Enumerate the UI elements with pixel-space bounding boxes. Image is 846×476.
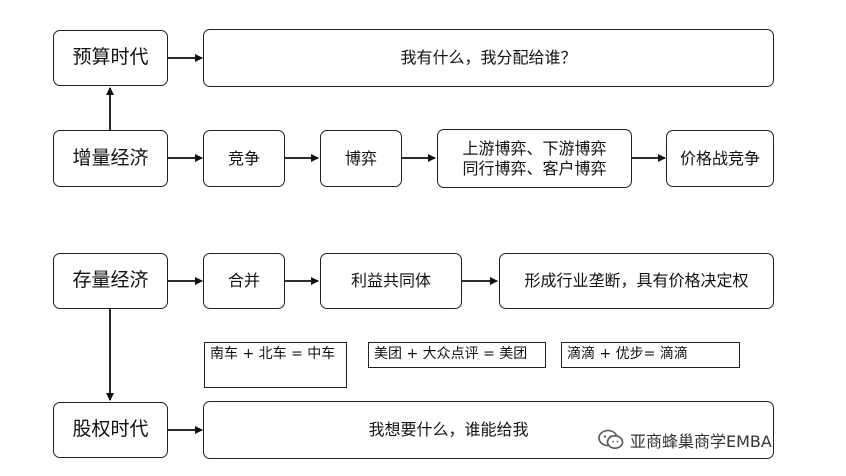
node-stock-economy: 存量经济: [53, 253, 168, 309]
node-monopoly: 形成行业垄断，具有价格决定权: [499, 253, 774, 309]
watermark-text: 亚商蜂巢商学EMBA: [630, 432, 772, 451]
example-didi: 滴滴 + 优步= 滴滴: [561, 342, 740, 368]
node-game-types: 上游博弈、下游博弈 同行博弈、客户博弈: [437, 129, 632, 188]
node-budget-era: 预算时代: [53, 30, 168, 86]
node-budget-desc: 我有什么，我分配给谁？: [203, 29, 774, 87]
node-incremental-economy: 增量经济: [53, 130, 168, 187]
node-equity-desc: 我想要什么，谁能给我: [203, 401, 774, 459]
wechat-icon: [598, 429, 624, 451]
node-equity-era: 股权时代: [53, 402, 168, 458]
game-types-line-1: 上游博弈、下游博弈: [462, 138, 607, 158]
node-community-of-interest: 利益共同体: [320, 253, 462, 309]
example-meituan: 美团 + 大众点评 = 美团: [368, 342, 546, 368]
node-merger: 合并: [203, 253, 285, 309]
node-price-war: 价格战竞争: [666, 130, 774, 187]
node-game: 博弈: [320, 130, 402, 187]
example-crrc: 南车 + 北车 = 中车: [204, 342, 347, 388]
node-competition: 竞争: [203, 130, 285, 187]
watermark: 亚商蜂巢商学EMBA: [598, 428, 772, 452]
game-types-line-2: 同行博弈、客户博弈: [462, 158, 607, 178]
